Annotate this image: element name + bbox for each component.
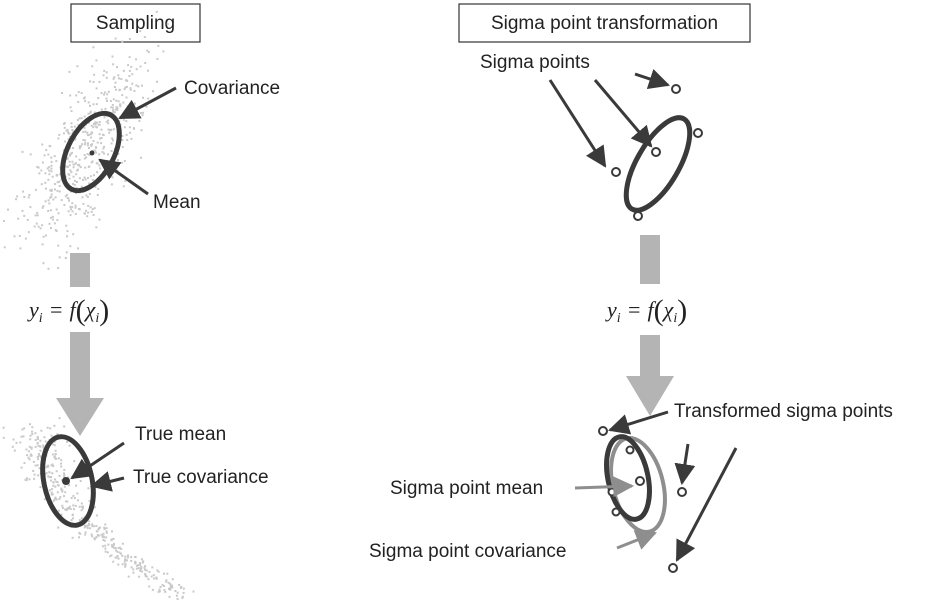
transformed-point-5: [611, 507, 621, 517]
sigma-point-mean-label: Sigma point mean: [390, 478, 543, 499]
left-title: Sampling: [96, 13, 175, 34]
transformed-pointer-3: [675, 447, 738, 562]
sigma-covariance-ellipse: [623, 115, 693, 213]
transformed-point-4: [607, 487, 617, 497]
sigma-point-right: [693, 128, 703, 138]
transformed-sigma-points-label: Transformed sigma points: [674, 401, 893, 422]
transformed-point-6: [677, 487, 687, 497]
true-mean-pointer: [70, 441, 125, 480]
sigma-point-bottom: [633, 211, 643, 221]
mean-pointer: [98, 158, 149, 196]
left-title-box: Sampling: [70, 3, 201, 43]
right-title: Sigma point transformation: [491, 13, 718, 34]
sigma-point-covariance-pointer: [616, 530, 657, 550]
covariance-label: Covariance: [184, 78, 280, 99]
sigma-point-mean-pointer: [574, 476, 635, 498]
right-title-box: Sigma point transformation: [458, 3, 751, 43]
mean-point: [89, 150, 95, 156]
transformed-sigma-points: [598, 426, 687, 573]
transformed-point-1: [598, 426, 608, 436]
transformed-pointer-2: [674, 443, 696, 486]
sigma-points-label: Sigma points: [480, 52, 590, 73]
sigma-pointer-1: [548, 79, 607, 168]
flow-arrow-right: [626, 235, 674, 416]
true-covariance-pointer: [89, 471, 125, 492]
transformed-point-2: [625, 445, 635, 455]
transformed-point-7: [668, 563, 678, 573]
transformed-point-3: [635, 476, 645, 486]
mean-label: Mean: [153, 192, 201, 213]
sigma-point-top: [671, 84, 681, 94]
transformed-pointer-1: [607, 410, 669, 435]
equation-right: yi=f(χi): [605, 294, 687, 327]
true-mean-point: [62, 477, 70, 485]
transformed-ellipse: [604, 434, 652, 522]
true-mean-label: True mean: [135, 424, 226, 445]
covariance-pointer: [118, 86, 177, 120]
sigma-points: [611, 84, 703, 221]
flow-arrow-left: [56, 253, 104, 436]
equation-left: yi=f(χi): [27, 294, 109, 327]
sigma-point-covariance-label: Sigma point covariance: [369, 541, 567, 562]
sigma-pointer-3: [634, 69, 670, 89]
sigma-pointer-2: [593, 79, 653, 148]
sigma-point-center: [651, 147, 661, 157]
true-covariance-label: True covariance: [133, 467, 269, 488]
sigma-point-left: [611, 167, 621, 177]
sample-cloud-top: [2, 10, 169, 270]
